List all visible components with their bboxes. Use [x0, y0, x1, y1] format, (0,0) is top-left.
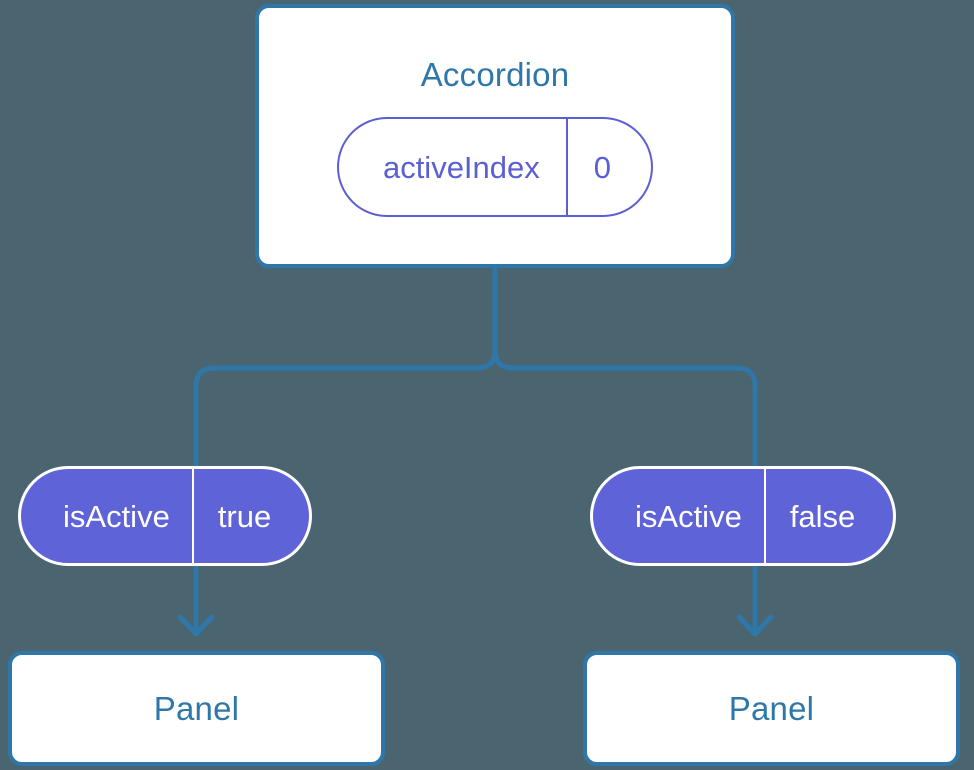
state-pill-right[interactable]: isActive false [590, 466, 897, 566]
arrow-right [736, 563, 774, 637]
accordion-prop-key: activeIndex [339, 119, 568, 215]
fork-connector [193, 265, 498, 473]
accordion-prop-value: 0 [593, 149, 612, 185]
accordion-prop-pill[interactable]: activeIndex 0 [336, 117, 654, 217]
state-pill-left-value: true [217, 498, 272, 534]
panel-left-title: Panel [153, 690, 240, 727]
accordion-title: Accordion [420, 56, 570, 93]
panel-card-left[interactable]: Panel [8, 651, 385, 766]
state-pill-left[interactable]: isActive true [18, 466, 313, 566]
panel-right-title: Panel [728, 690, 815, 727]
state-pill-right-value: false [789, 498, 856, 534]
accordion-component-card[interactable]: Accordion activeIndex 0 [255, 4, 735, 268]
state-pill-right-key: isActive [593, 469, 766, 563]
panel-card-right[interactable]: Panel [583, 651, 960, 766]
arrow-left [177, 563, 215, 637]
fork-connector-right [492, 265, 758, 473]
state-pill-left-key: isActive [21, 469, 194, 563]
